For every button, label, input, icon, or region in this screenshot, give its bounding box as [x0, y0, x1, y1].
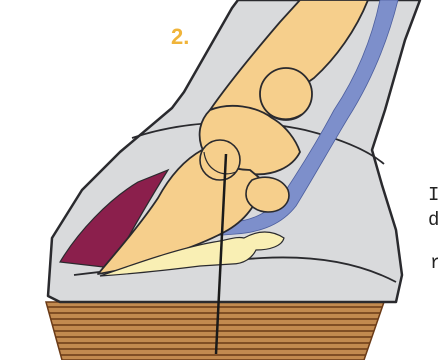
navicular-bone — [246, 177, 289, 212]
figure-number-label: 2. — [171, 26, 189, 48]
cropped-caption-text-3: r — [430, 254, 438, 273]
cropped-caption-text-2: d — [428, 211, 438, 230]
cropped-caption-text-1: I — [428, 186, 438, 205]
